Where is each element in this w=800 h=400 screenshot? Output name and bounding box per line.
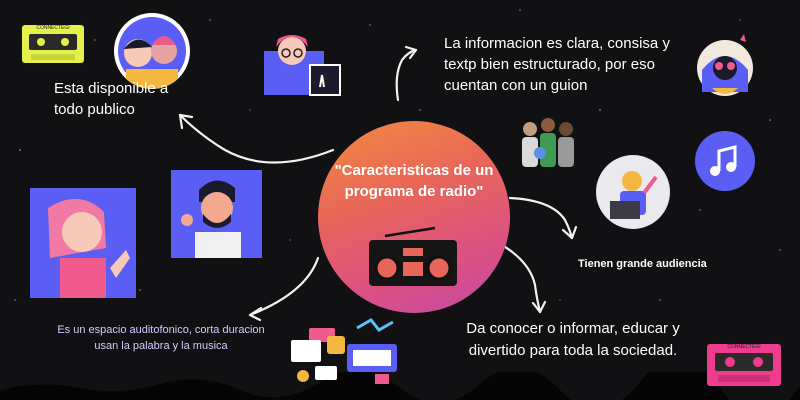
arrow-to-bottom-left xyxy=(248,256,320,317)
cassette-icon xyxy=(707,344,781,386)
avatar-man-icon xyxy=(171,170,262,258)
media-collage-icon xyxy=(291,318,397,384)
avatar-group-icon xyxy=(114,13,190,89)
radio-icon xyxy=(369,226,457,286)
text-bottom-left: Es un espacio auditofonico, corta duraci… xyxy=(57,324,265,352)
cassette-icon xyxy=(22,25,84,63)
arrow-to-audiencia xyxy=(508,196,574,240)
text-top-right: La informacion es clara, consisa y textp… xyxy=(444,35,670,94)
center-title: "Caracteristicas de un programa de radio… xyxy=(334,162,494,200)
arrow-to-bottom-right xyxy=(500,243,542,314)
person-tablet-icon xyxy=(264,35,341,96)
person-laptop-icon xyxy=(596,155,670,229)
ground-silhouette xyxy=(0,372,800,400)
people-group-icon xyxy=(522,118,574,167)
cassette-label: CONNECTEGI xyxy=(727,344,761,350)
arrow-to-top-right-text xyxy=(395,48,418,102)
text-left: Esta disponible a todo publico xyxy=(54,80,169,118)
text-bottom-right: Da conocer o informar, educar y divertid… xyxy=(466,320,680,359)
cassette-label: CONNECTEGI xyxy=(36,25,70,31)
avatar-woman-icon xyxy=(30,188,136,298)
avatar-woman-icon xyxy=(697,34,753,96)
arrow-to-left-text xyxy=(178,113,335,164)
music-note-icon xyxy=(695,131,755,191)
text-audiencia: Tienen grande audiencia xyxy=(578,258,707,270)
